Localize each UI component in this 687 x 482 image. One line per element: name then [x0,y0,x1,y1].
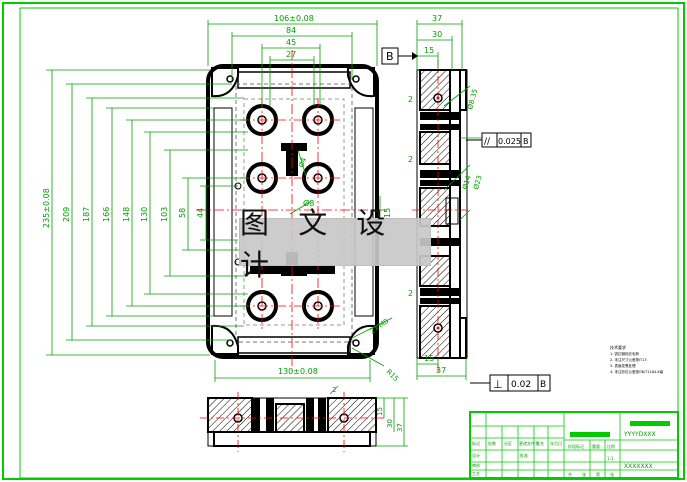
dim-187: 187 [82,207,91,222]
hdr-cell-4: 更改文件号 [519,440,539,446]
row-label-2: 审核 [472,462,480,468]
bottom-cell-3: 第 [596,471,600,477]
bottom-dim-15: 15 [376,407,384,416]
datum-letter: B [386,50,394,63]
dim-148: 148 [122,207,131,222]
dim-45: 45 [286,38,296,47]
parallel-tolerance-frame: // 0.025 B [466,132,532,148]
dim-44: 44 [196,208,205,218]
dim-radius: R15 [385,368,400,383]
title-block: 标记 处数 分区 更改文件号 签名 年月日 设计 审核 工艺 批准 阶段标记 重… [469,411,679,479]
dim-15-right: 15 [383,208,392,218]
side-dim-dia23: Ø23 [472,175,483,191]
side-dim-2a: 2 [408,95,413,104]
bottom-cell-4: 张 [610,471,614,477]
side-view: 37 30 15 Ø8.35 Ø14 Ø23 2 2 2 15 37 B // … [381,14,532,380]
parallel-datum: B [523,137,529,146]
dim-thread: 2×M8 [369,317,391,335]
hdr-cell-2: 处数 [488,440,496,446]
side-dim-15: 15 [424,46,434,55]
dim-130: 130 [140,207,149,222]
hdr-cell-6: 年月日 [550,440,562,446]
bottom-cell-1: 共 [568,471,572,477]
side-dim-2c: 2 [408,289,413,298]
hdr-cell-1: 标记 [472,440,480,446]
row-label-1: 设计 [472,452,480,458]
dim-103: 103 [160,207,169,222]
notes-title: 技术要求 [610,344,626,350]
notes-line-1: 1. 锐边倒钝去毛刺 [610,351,639,356]
mid-cell-2: 重量 [592,443,600,449]
parallel-value: 0.025 [498,137,521,146]
bottom-dim-2: 2 [332,386,336,394]
parallel-symbol: // [484,137,491,147]
technical-notes: 技术要求 1. 锐边倒钝去毛刺 2. 未注尺寸公差按IT13 3. 表面发黑处理… [610,344,664,374]
scale-value: 1:1 [607,456,614,461]
bottom-cell-2: 张 [582,471,586,477]
notes-line-3: 3. 表面发黑处理 [610,363,636,368]
side-dim-dia14: Ø14 [461,174,473,191]
row-label-3: 工艺 [472,471,480,476]
perp-symbol: ⊥ [493,378,503,391]
dim-84: 84 [286,26,296,35]
side-dim-2b: 2 [408,155,413,164]
bottom-dim-37: 37 [396,423,404,432]
dim-58: 58 [178,208,187,218]
side-dim-37: 37 [432,14,442,23]
bottom-dim-30: 30 [386,419,394,428]
drawing-number: YYYYDXXX [623,431,656,438]
dim-top-width: 106±0.08 [274,14,314,23]
perp-value: 0.02 [511,380,531,390]
dim-235: 235±0.08 [42,188,51,228]
dim-27: 27 [286,50,296,59]
part-name: XXXXXXX [624,463,653,470]
top-view: 106±0.08 84 45 27 235±0.08 209 187 166 1… [42,14,400,383]
bottom-view: 2 15 30 37 [200,385,408,452]
mid-cell-1: 阶段标记 [568,443,584,449]
dim-bottom-width: 130±0.08 [278,367,318,376]
hdr-cell-5: 签名 [536,440,544,446]
side-dim-37-bottom: 37 [436,366,446,375]
hdr-cell-3: 分区 [504,440,512,446]
inner-frame [19,7,679,479]
dim-209: 209 [62,207,71,222]
side-dim-30: 30 [432,30,442,39]
perpendicular-tolerance-frame: ⊥ 0.02 B [470,374,551,392]
notes-line-2: 2. 未注尺寸公差按IT13 [610,357,647,362]
top-view-body [206,64,379,359]
mid-cell-3: 比例 [607,443,615,449]
notes-line-4: 4. 未注形位公差按GB/T1184-K级 [610,369,664,374]
watermark-banner: 图 文 设 计 [239,206,431,282]
perp-datum: B [540,380,546,390]
row-label-4: 批准 [520,452,528,458]
dim-166: 166 [102,207,111,222]
side-dim-15-bottom: 15 [424,354,434,363]
dim-dia-8: Ø8 [303,198,314,208]
dim-dia-4: Ø4 [297,156,308,169]
side-dim-dia835: Ø8.35 [466,88,479,110]
